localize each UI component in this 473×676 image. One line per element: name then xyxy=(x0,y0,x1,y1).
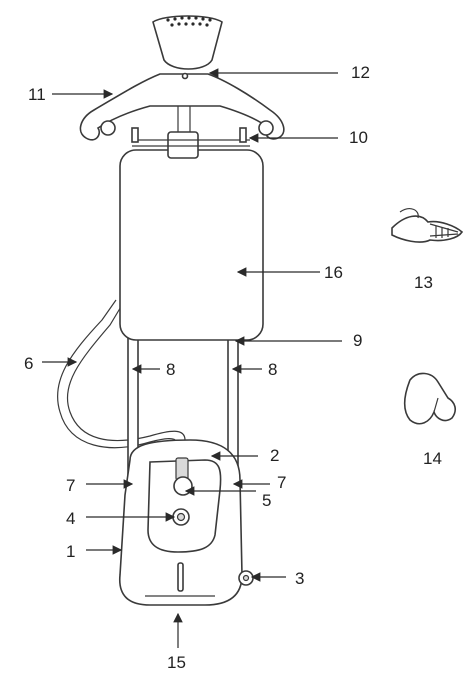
label-1: 1 xyxy=(66,542,76,561)
control-knob-center xyxy=(176,512,186,522)
label-12: 12 xyxy=(351,63,370,82)
label-14: 14 xyxy=(423,449,442,468)
label-15: 15 xyxy=(167,653,186,672)
label-4: 4 xyxy=(66,509,76,528)
label-5: 5 xyxy=(262,491,272,510)
steam-head-holes xyxy=(166,16,212,27)
label-13: 13 xyxy=(414,273,433,292)
label-10: 10 xyxy=(349,128,368,147)
label-8-right: 8 xyxy=(268,360,278,379)
tank-cap xyxy=(173,476,193,496)
label-11: 11 xyxy=(28,85,46,104)
label-6: 6 xyxy=(24,354,34,373)
pole-clamp xyxy=(167,131,199,159)
label-9: 9 xyxy=(353,331,363,350)
steam-hose-inner xyxy=(56,299,177,470)
brush-accessory xyxy=(391,208,464,243)
label-3: 3 xyxy=(295,569,305,588)
hanger-hole-left xyxy=(100,120,116,136)
clip-left xyxy=(131,127,139,143)
clip-right xyxy=(239,127,247,143)
steam-hose xyxy=(66,304,186,470)
glove-accessory xyxy=(403,372,457,425)
hanger-hole-right xyxy=(258,120,274,136)
garment-board xyxy=(119,149,264,341)
label-2: 2 xyxy=(270,446,280,465)
level-window xyxy=(177,562,184,592)
label-7-left: 7 xyxy=(66,476,76,495)
steam-head xyxy=(152,15,223,70)
callout-lines xyxy=(42,68,342,648)
water-tank xyxy=(147,459,222,553)
hanger xyxy=(79,73,285,141)
label-7-right: 7 xyxy=(277,473,287,492)
hanger-center-dot xyxy=(181,72,189,80)
hanger-top-bar xyxy=(132,139,250,147)
label-8-left: 8 xyxy=(166,360,176,379)
label-16: 16 xyxy=(324,263,343,282)
wheel-hub xyxy=(242,574,250,582)
